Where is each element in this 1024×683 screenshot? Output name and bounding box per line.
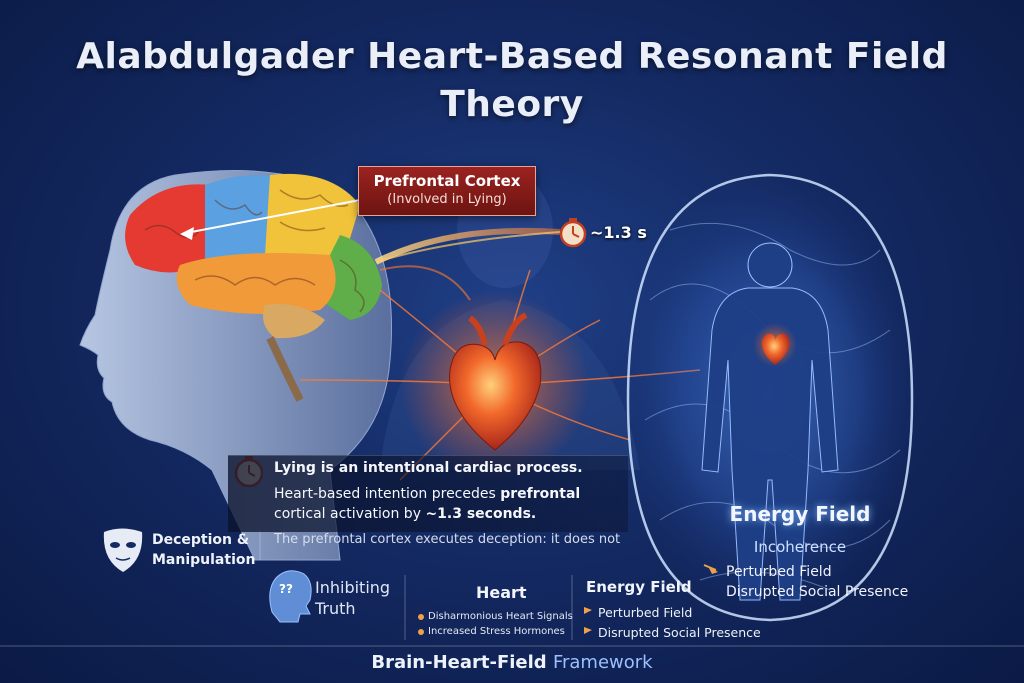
heart-bullet-1: Disharmonious Heart Signals [428,611,573,622]
deception-label-line2: Manipulation [152,552,256,568]
info-line-2-normal: Heart-based intention precedes [274,486,501,502]
energy-field-line1: Perturbed Field [726,564,832,580]
page-title-line2: Theory [440,84,584,125]
heart-illustration [299,269,701,481]
inhibiting-label-line1: Inhibiting [315,578,391,597]
info-line-3: cortical activation by ~1.3 seconds. [274,506,536,522]
energy-field-line2: Disrupted Social Presence [726,584,909,600]
inhibiting-badge: ?? [279,582,293,596]
info-line-3-bold: ~1.3 seconds. [425,506,537,522]
field-bullets [584,607,592,634]
energy-bullet-1: Perturbed Field [598,605,693,620]
info-line-2: Heart-based intention precedes prefronta… [274,486,580,502]
info-note: The prefrontal cortex executes deception… [274,532,621,547]
signal-beam [374,227,561,301]
footer-part2: Framework [552,652,653,673]
energy-column-title: Energy Field [586,578,692,596]
footer-part1: Brain-Heart-Field [371,652,553,673]
prefrontal-cortex-label: Prefrontal Cortex (Involved in Lying) [358,166,536,216]
lying-info-panel [228,455,628,532]
page-title-line1: Alabdulgader Heart-Based Resonant Field [76,36,948,77]
prefrontal-cortex-title: Prefrontal Cortex [373,172,521,190]
dividers [0,530,1024,647]
inhibiting-label-line2: Truth [315,599,356,618]
deception-label-line1: Deception & [152,532,250,548]
info-line-2-bold: prefrontal [500,486,581,502]
heart-bullet-2: Increased Stress Hormones [428,626,565,637]
brain [125,173,382,402]
heart-bullets [418,614,424,635]
energy-field [620,173,920,622]
human-figure [701,242,839,601]
stopwatch-icon [559,218,587,248]
energy-bullet-2: Disrupted Social Presence [598,625,761,640]
heart-column-title: Heart [476,583,527,602]
head-question-icon [269,570,312,623]
timer-label: ~1.3 s [590,223,647,242]
field-arrow [703,564,718,574]
info-line-3-normal: cortical activation by [274,506,426,522]
energy-field-title: Energy Field [729,502,871,526]
energy-field-subtitle: Incoherence [753,538,847,556]
pfc-pointer-arrow [180,199,361,240]
info-line-1: Lying is an intentional cardiac process. [274,460,583,476]
prefrontal-cortex-subtitle: (Involved in Lying) [387,192,507,207]
footer: Brain-Heart-Field Framework [0,652,1024,673]
mask-icon [103,528,143,572]
